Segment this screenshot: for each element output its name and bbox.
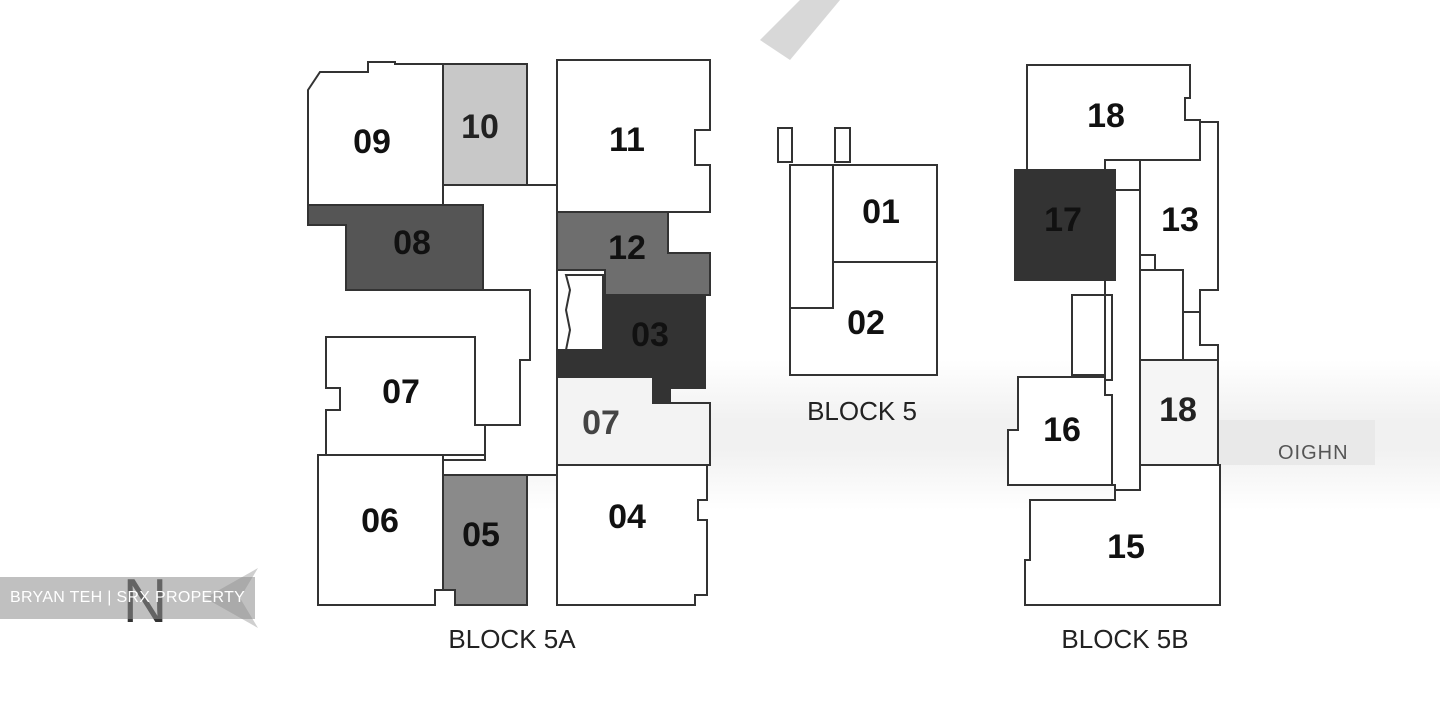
watermark: BRYAN TEH | SRX PROPERTY xyxy=(0,577,255,619)
unit-16-label: 16 xyxy=(1043,411,1081,449)
unit-09-label: 09 xyxy=(353,123,391,161)
unit-04[interactable] xyxy=(556,464,708,606)
unit-06-label: 06 xyxy=(361,502,399,540)
unit-11-label: 11 xyxy=(609,121,645,159)
unit-16[interactable] xyxy=(1007,376,1113,486)
decorative-diagonal xyxy=(760,0,840,60)
unit-02[interactable] xyxy=(789,261,938,376)
block-5a: 09 10 08 11 12 03 07 07 06 05 04 B xyxy=(307,59,711,654)
unit-08[interactable] xyxy=(307,204,484,291)
block-5-core xyxy=(789,164,834,309)
block-5b-connector xyxy=(1182,311,1219,361)
unit-05[interactable] xyxy=(442,474,528,606)
unit-05-label: 05 xyxy=(462,516,500,554)
unit-15-label: 15 xyxy=(1107,528,1145,566)
unit-01-label: 01 xyxy=(862,193,900,231)
unit-10-label: 10 xyxy=(461,108,499,146)
block-5b-lift xyxy=(1071,294,1106,376)
block-5b-label: BLOCK 5B xyxy=(1061,624,1188,654)
block-5a-label: BLOCK 5A xyxy=(448,624,576,654)
unit-06[interactable] xyxy=(317,454,444,606)
road-label: OIGHN xyxy=(1278,442,1349,464)
unit-13-label: 13 xyxy=(1161,201,1199,239)
unit-03-balcony xyxy=(564,274,604,351)
unit-12[interactable] xyxy=(556,211,711,296)
block-5-chimney-right xyxy=(834,127,851,163)
unit-17[interactable] xyxy=(1014,169,1116,281)
unit-08-label: 08 xyxy=(393,224,431,262)
unit-04-label: 04 xyxy=(608,498,646,536)
block-5: 01 02 BLOCK 5 xyxy=(777,127,938,426)
unit-10[interactable] xyxy=(442,63,528,186)
block-5b-stair xyxy=(1139,269,1184,361)
block-5-chimney-left xyxy=(777,127,793,163)
unit-07-right[interactable] xyxy=(556,376,711,466)
unit-18-right-label: 18 xyxy=(1159,391,1197,429)
unit-18-top-label: 18 xyxy=(1087,97,1125,135)
unit-03-label: 03 xyxy=(631,316,669,354)
unit-02-label: 02 xyxy=(847,304,885,342)
unit-15[interactable] xyxy=(1024,464,1221,606)
unit-07-right-label: 07 xyxy=(582,404,620,442)
unit-12-label: 12 xyxy=(608,229,646,267)
block-5b: 18 17 13 16 18 15 BLOCK 5B xyxy=(1007,64,1221,654)
unit-17-label: 17 xyxy=(1044,201,1082,239)
unit-07-left-label: 07 xyxy=(382,373,420,411)
block-5-label: BLOCK 5 xyxy=(807,396,917,426)
